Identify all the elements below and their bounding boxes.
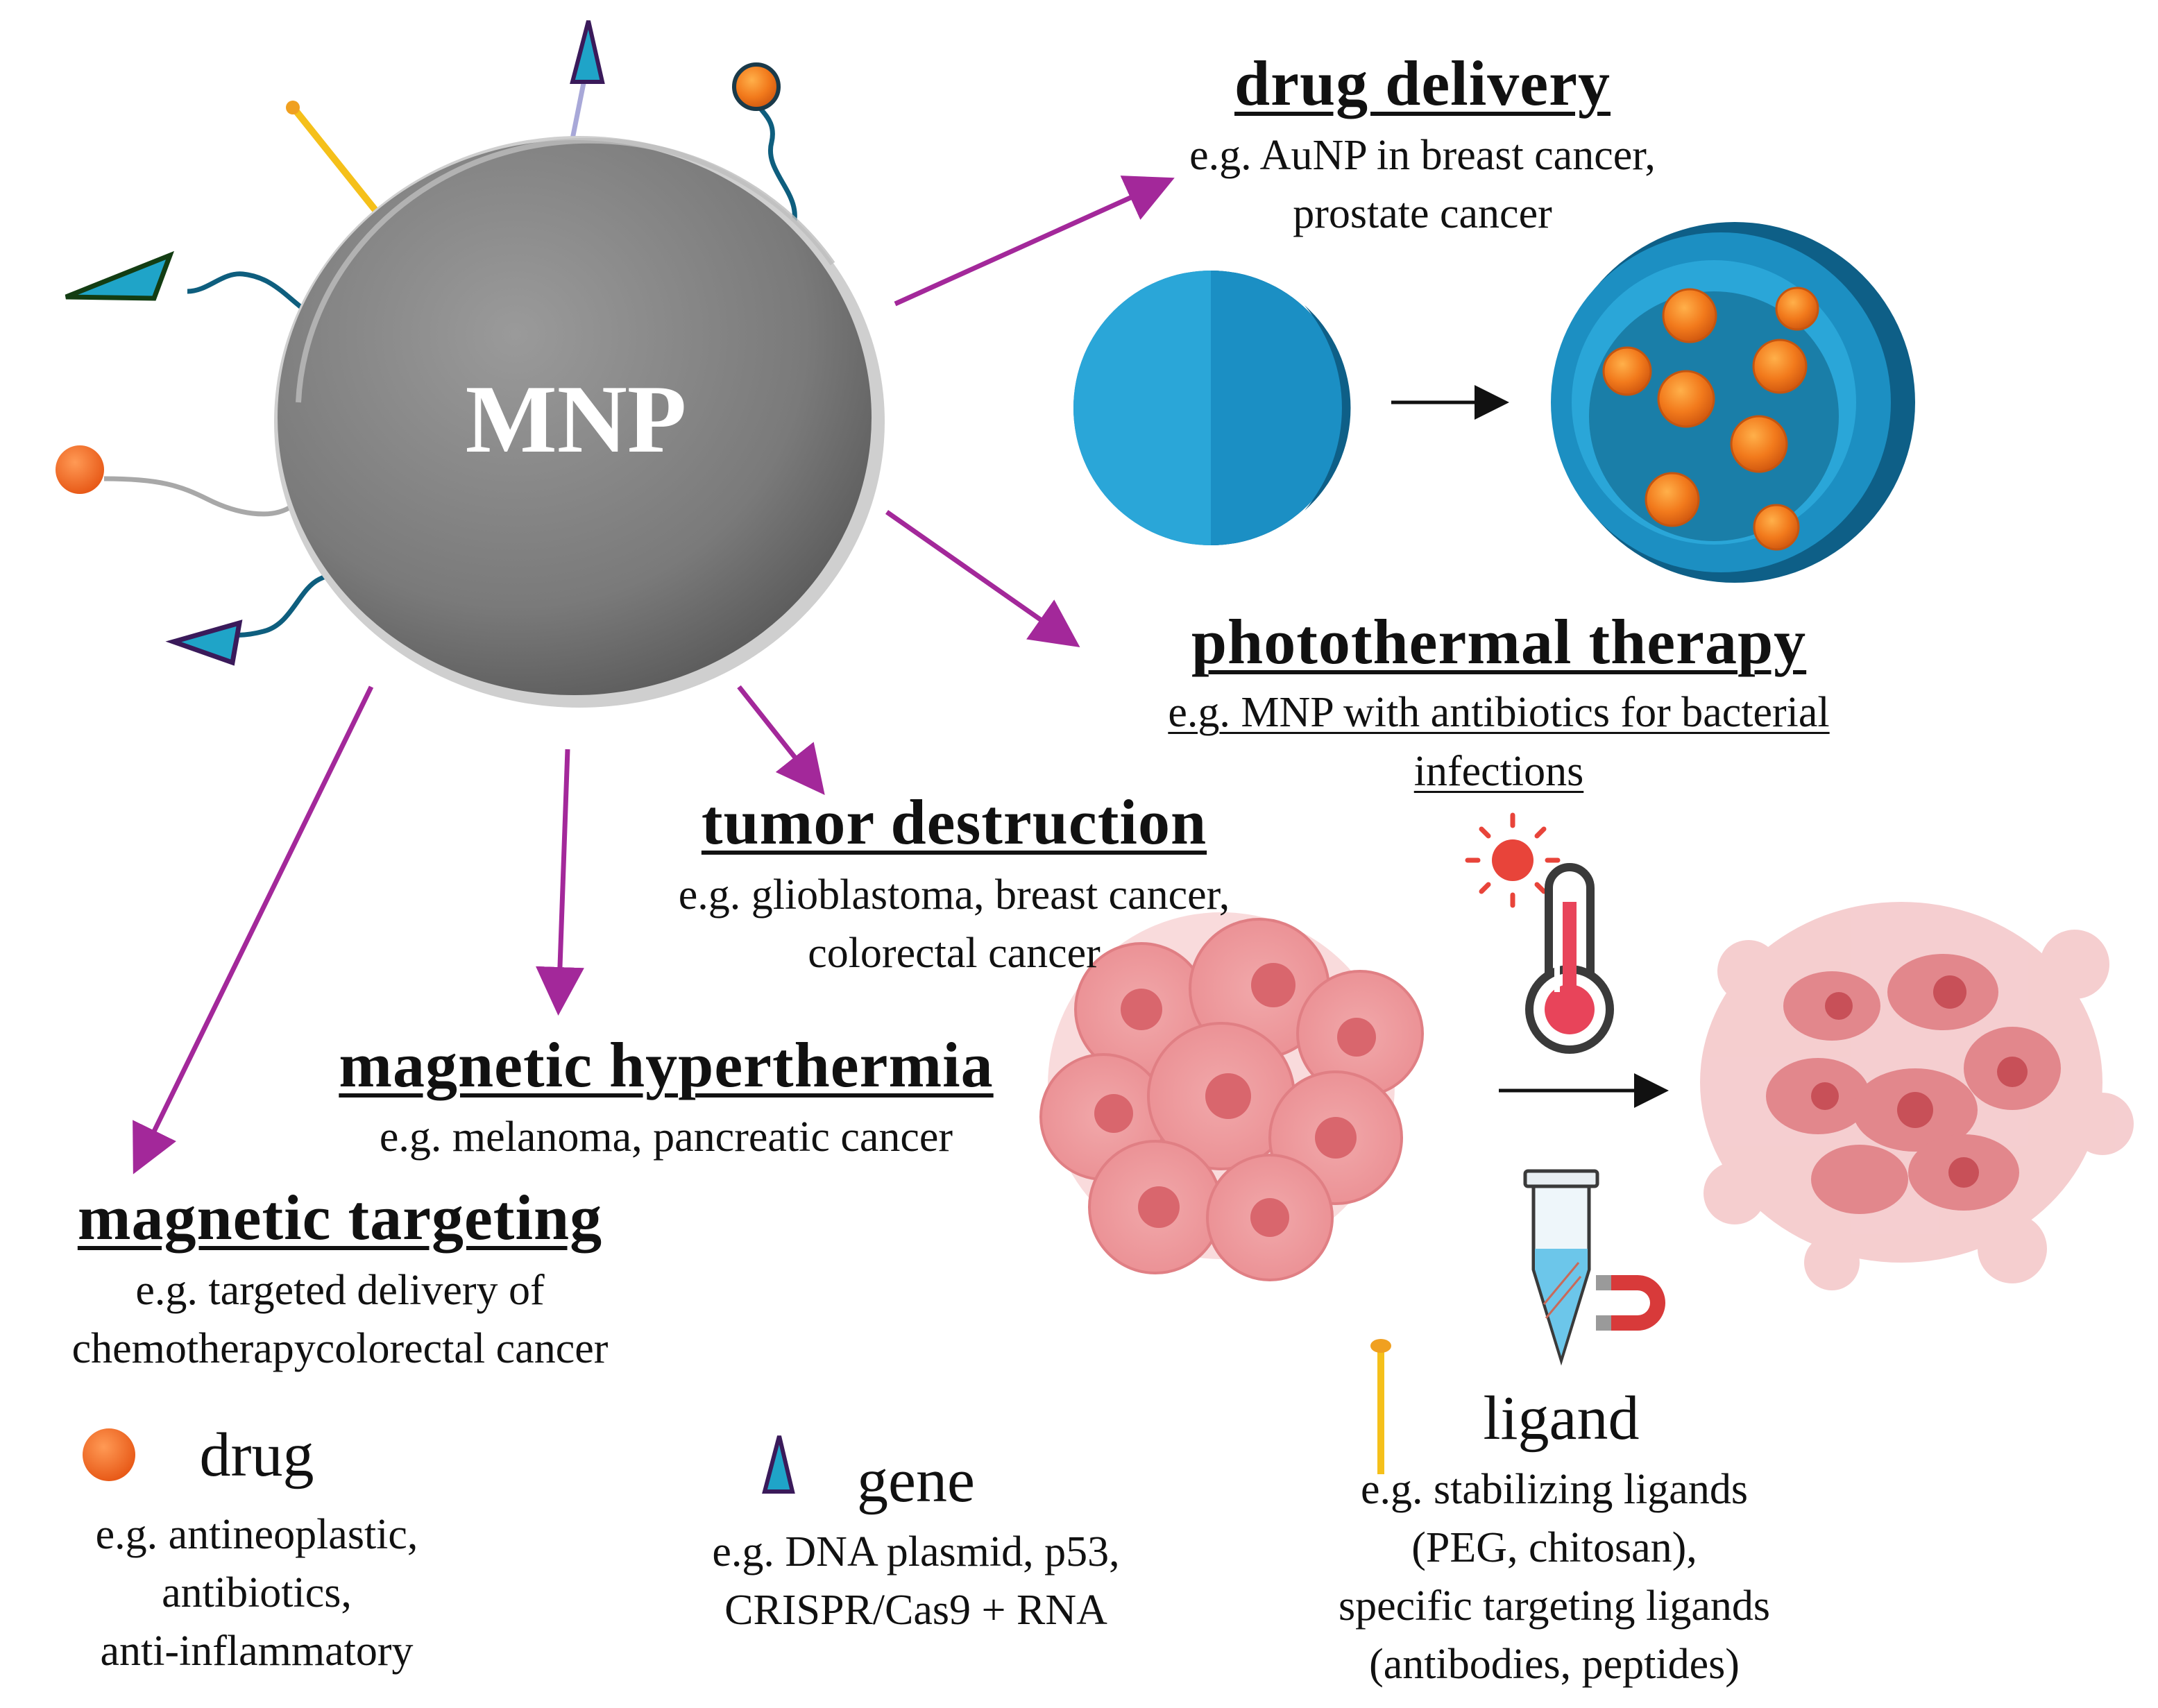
drug-sphere-icon (83, 1428, 135, 1481)
legend-ligand-desc-line1: e.g. stabilizing ligands (1361, 1466, 1748, 1513)
legend-ligand-desc-line3: specific targeting ligands (1338, 1582, 1771, 1630)
tumor-destruction-desc-line1: e.g. glioblastoma, breast cancer, (678, 871, 1230, 919)
mnp-label: MNP (465, 366, 687, 473)
tumor-cells-icon (1039, 912, 1424, 1281)
legend-ligand-desc-line4: (antibodies, peptides) (1369, 1641, 1740, 1688)
magnetic-hyperthermia-title: magnetic hyperthermia (339, 1030, 994, 1100)
application-arrows (133, 176, 1175, 1175)
magnetic-targeting-title: magnetic targeting (77, 1182, 603, 1253)
gene-tether-icon (65, 250, 321, 322)
legend-drug-desc-line3: anti-inflammatory (100, 1628, 414, 1675)
nanocapsule-open-icon (1551, 222, 1915, 583)
destroyed-tumor-icon (1700, 902, 2134, 1290)
magnetic-targeting-desc-line1: e.g. targeted delivery of (135, 1267, 545, 1314)
legend-ligand-title: ligand (1483, 1384, 1640, 1453)
sun-icon (1465, 812, 1561, 908)
arrow-to-drug-delivery (894, 176, 1175, 307)
legend-drug-desc-line2: antibiotics, (162, 1569, 352, 1616)
photothermal-therapy-desc-line1: e.g. MNP with antibiotics for bacterial (1168, 689, 1830, 736)
mnp-sphere-icon (274, 136, 885, 708)
drug-tether-icon (56, 445, 293, 517)
nanocapsule-closed-icon (1073, 271, 1351, 545)
drug-tether-icon (732, 62, 797, 230)
magnetic-targeting-desc-line2: chemotherapycolorectal cancer (71, 1325, 609, 1372)
legend-gene-desc-line2: CRISPR/Cas9 + RNA (724, 1587, 1107, 1634)
legend-drug-desc-line1: e.g. antineoplastic, (95, 1511, 418, 1558)
legend-drug-title: drug (199, 1421, 314, 1489)
tube-icon (1523, 1169, 1599, 1366)
drug-delivery-desc-line1: e.g. AuNP in breast cancer, (1189, 132, 1656, 179)
magnet-icon (1596, 1275, 1665, 1331)
arrow-to-targeting (133, 685, 374, 1175)
legend-gene-title: gene (857, 1446, 975, 1515)
tumor-destruction-title: tumor destruction (701, 787, 1207, 857)
tumor-destruction-desc-line2: colorectal cancer (808, 930, 1101, 977)
surface-ligands (56, 20, 797, 666)
drug-delivery-desc-line2: prostate cancer (1293, 190, 1552, 237)
arrow-to-tumor-destruction (737, 685, 825, 795)
photothermal-therapy-title: photothermal therapy (1191, 606, 1807, 677)
magnetic-hyperthermia-desc-line1: e.g. melanoma, pancreatic cancer (379, 1113, 953, 1161)
arrow-to-photothermal (885, 510, 1080, 648)
ligand-pin-icon (1370, 1339, 1391, 1474)
photothermal-therapy-desc-line2: infections (1413, 748, 1584, 795)
legend-gene-desc-line1: e.g. DNA plasmid, p53, (712, 1528, 1120, 1575)
gene-arrow-icon (568, 20, 605, 150)
arrow-to-hyperthermia (535, 749, 584, 1016)
legend-ligand-desc-line2: (PEG, chitosan), (1411, 1524, 1697, 1571)
drug-delivery-title: drug delivery (1234, 48, 1611, 119)
thermometer-icon (1525, 863, 1614, 1054)
ligand-pin-icon (286, 101, 382, 217)
gene-cone-icon (762, 1435, 795, 1494)
drug-payload (1602, 287, 1819, 551)
